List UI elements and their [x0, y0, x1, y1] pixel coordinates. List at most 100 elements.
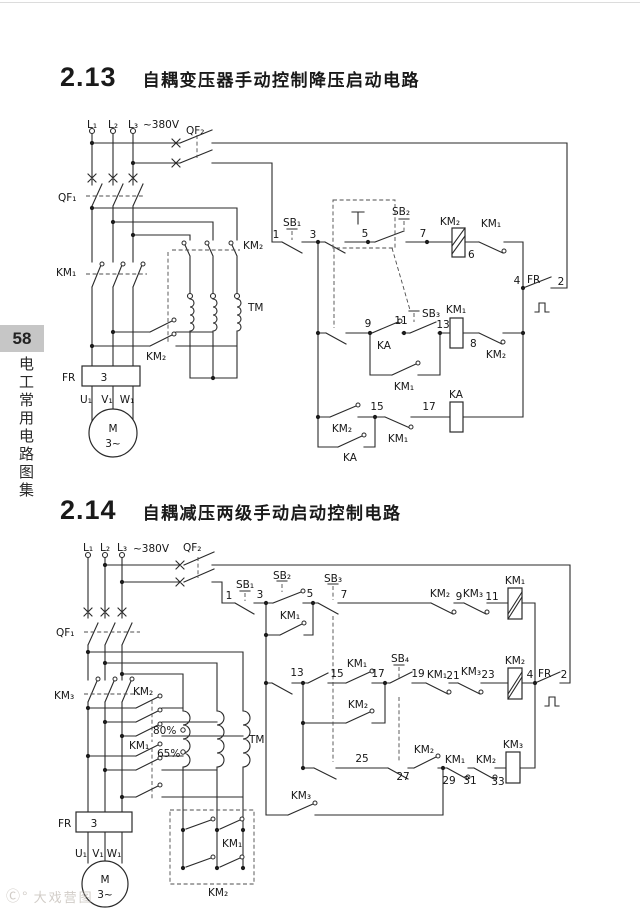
schematic-label: SB₁ — [283, 217, 301, 229]
schematic-label: W₁ — [120, 394, 135, 406]
schematic-label: 2 — [561, 669, 568, 681]
wires-and-contacts — [86, 129, 568, 448]
schematic-label: KM₂ — [430, 588, 450, 600]
schematic-label: KM₁ — [446, 304, 466, 316]
section-heading-2-14: 2.14 自耦减压两级手动启动控制电路 — [60, 495, 402, 526]
schematic-label: 1 — [273, 229, 280, 241]
ka-coil — [449, 401, 464, 433]
schematic-label: L₁ — [83, 542, 93, 554]
schematic-label: 7 — [341, 589, 348, 601]
schematic-label: KA — [449, 389, 464, 401]
watermark: Ⓒ° 大戏营图 — [6, 886, 94, 906]
schematic-label: 3 — [257, 589, 264, 601]
schematic-label: KM₁ — [222, 838, 242, 850]
schematic-label: 3~ — [97, 889, 112, 901]
schematic-label: KM₂ — [133, 686, 153, 698]
schematic-label: 2 — [558, 276, 565, 288]
schematic-label: 4 — [514, 275, 521, 287]
watermark-text: 大戏营图 — [33, 889, 94, 905]
schematic-label: 25 — [355, 753, 368, 765]
page-number: 58 — [12, 328, 32, 348]
schematic-label: 19 — [411, 668, 424, 680]
km3-coil — [505, 751, 521, 784]
schematic-label: KM₁ — [388, 433, 408, 445]
schematic-label: V₁ — [101, 394, 112, 406]
schematic-label: 21 — [446, 670, 459, 682]
schematic-label: KM₁ — [445, 754, 465, 766]
schematic-label: KA — [343, 452, 358, 464]
schematic-label: M — [100, 874, 109, 886]
thermal-relay-box — [75, 811, 133, 833]
schematic-label: 6 — [468, 249, 475, 261]
schematic-label: KM₂ — [208, 887, 228, 899]
schematic-label: KM₂ — [414, 744, 434, 756]
schematic-label: U₁ — [80, 394, 92, 406]
schematic-label: QF₁ — [58, 192, 77, 204]
schematic-label: 5 — [307, 588, 314, 600]
schematic-label: KM₃ — [503, 739, 523, 751]
schematic-label: KM₂ — [146, 351, 166, 363]
section-number: 2.13 — [60, 62, 117, 92]
devices — [75, 587, 523, 908]
schematic-label: 5 — [362, 228, 369, 240]
schematic-label: L₂ — [108, 119, 118, 131]
schematic-label: KM₂ — [243, 240, 263, 252]
schematic-label: 11 — [394, 315, 407, 327]
watermark-logo-icon: Ⓒ° — [6, 888, 30, 904]
schematic-label: U₁ — [75, 848, 87, 860]
schematic-label: KM₁ — [347, 658, 367, 670]
schematic-label: 17 — [422, 401, 435, 413]
schematic-label: 27 — [396, 771, 409, 783]
schematic-label: SB₃ — [324, 573, 342, 585]
page-number-tab: 58 — [0, 325, 44, 352]
schematic-label: L₁ — [87, 119, 97, 131]
schematic-label: SB₃ — [422, 308, 440, 320]
schematic-label: KM₂ — [440, 216, 460, 228]
schematic-label: 65% — [157, 748, 180, 760]
schematic-label: 7 — [420, 228, 427, 240]
schematic-label: 9 — [456, 591, 463, 603]
section-title: 自耦减压两级手动启动控制电路 — [142, 504, 402, 523]
thermal-relay-box — [81, 365, 141, 387]
schematic-label: 9 — [365, 318, 372, 330]
schematic-label: 23 — [481, 669, 494, 681]
schematic-label: KM₂ — [486, 349, 506, 361]
schematic-label: L₃ — [117, 542, 127, 554]
schematic-label: 3 — [310, 229, 317, 241]
schematic-label: ~380V — [143, 119, 180, 131]
motor-symbol — [88, 408, 138, 458]
schematic-label: 3 — [101, 372, 108, 384]
devices — [81, 227, 466, 458]
schematic-label: SB₁ — [236, 579, 254, 591]
schematic-label: KA — [377, 340, 392, 352]
schematic-label: 3~ — [105, 438, 120, 450]
schematic-label: KM₃ — [55, 690, 74, 702]
page-top-rule — [0, 2, 640, 3]
schematic-label: SB₂ — [273, 570, 291, 582]
schematic-label: FR — [538, 668, 551, 680]
schematic-label: 3 — [91, 818, 98, 830]
schematic-label: 8 — [470, 338, 477, 350]
schematic-label: 33 — [491, 776, 504, 788]
schematic-label: KM₃ — [463, 588, 483, 600]
schematic-label: 31 — [463, 775, 476, 787]
schematic-label: KM₁ — [427, 669, 447, 681]
schematic-label: KM₂ — [505, 655, 525, 667]
schematic-label: TM — [247, 302, 263, 314]
schematic-label: W₁ — [107, 848, 122, 860]
section-number: 2.14 — [60, 495, 117, 525]
schematic-label: QF₁ — [56, 627, 75, 639]
schematic-label: KM₁ — [129, 740, 149, 752]
schematic-label: 15 — [330, 668, 343, 680]
button-linkage-box — [332, 199, 396, 249]
sidebar-book-title: 电工常用电路图集 — [17, 356, 34, 500]
schematic-label: KM₃ — [291, 790, 311, 802]
schematic-label: 15 — [370, 401, 383, 413]
section-title: 自耦变压器手动控制降压启动电路 — [142, 71, 421, 90]
section-heading-2-13: 2.13 自耦变压器手动控制降压启动电路 — [60, 62, 420, 93]
schematic-label: SB₂ — [392, 206, 410, 218]
km1-coil — [449, 317, 464, 349]
schematic-label: KM₁ — [481, 218, 501, 230]
